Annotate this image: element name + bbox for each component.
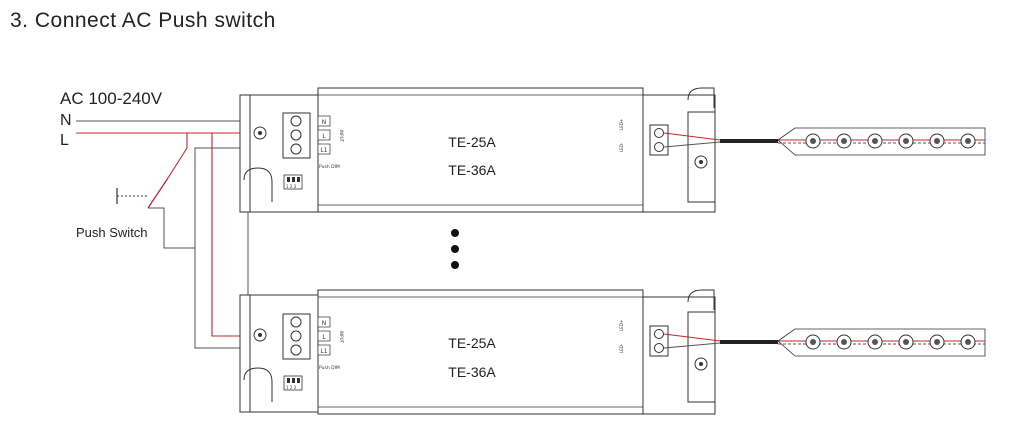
led-minus-label: LED- (619, 142, 624, 152)
vertical-dots-icon (451, 229, 459, 269)
terminal-l1-label: L1 (320, 147, 327, 154)
led-chip-icon (805, 334, 821, 350)
led-chip-icon (867, 133, 883, 149)
led-strip-1 (777, 127, 986, 156)
led-chip-icon (805, 133, 821, 149)
terminal-l-label: L (322, 133, 326, 140)
input-text: INPUT (339, 130, 344, 143)
model-line-2: TE-36A (448, 162, 496, 178)
driver-unit-2: N L L1 INPUT Push DIM 1 2 3 TE-25A TE-36… (239, 289, 716, 415)
dip-label: 1 2 3 (286, 385, 297, 390)
terminal-l-label: L (322, 334, 326, 341)
diagram-title: 3. Connect AC Push switch (10, 9, 276, 32)
ac-input-label: AC 100-240V (60, 89, 163, 108)
model-line-1: TE-25A (448, 134, 496, 150)
neutral-label: N (60, 112, 72, 129)
led-plus-label: LED+ (619, 119, 624, 130)
model-line-1: TE-25A (448, 335, 496, 351)
led-chip-icon (929, 133, 945, 149)
led-plus-label: LED+ (619, 320, 624, 331)
input-text: INPUT (339, 331, 344, 344)
led-chip-icon (898, 334, 914, 350)
led-chip-icon (960, 133, 976, 149)
dip-label: 1 2 3 (286, 184, 297, 189)
terminal-l1-label: L1 (320, 348, 327, 355)
led-chip-icon (867, 334, 883, 350)
model-line-2: TE-36A (448, 364, 496, 380)
pushdim-text: Push DIM (319, 164, 340, 170)
push-switch-label: Push Switch (76, 225, 148, 240)
led-chip-icon (836, 133, 852, 149)
driver-unit-1: N L L1 INPUT Push DIM 1 2 3 TE-25A TE-36… (239, 87, 716, 213)
live-label: L (60, 132, 69, 149)
led-minus-label: LED- (619, 343, 624, 353)
led-chip-icon (929, 334, 945, 350)
terminal-n-label: N (322, 119, 327, 126)
led-strip-2 (777, 328, 986, 357)
terminal-n-label: N (322, 320, 327, 327)
led-chip-icon (836, 334, 852, 350)
led-chip-icon (898, 133, 914, 149)
pushdim-text: Push DIM (319, 365, 340, 371)
led-chip-icon (960, 334, 976, 350)
push-switch (116, 177, 169, 209)
